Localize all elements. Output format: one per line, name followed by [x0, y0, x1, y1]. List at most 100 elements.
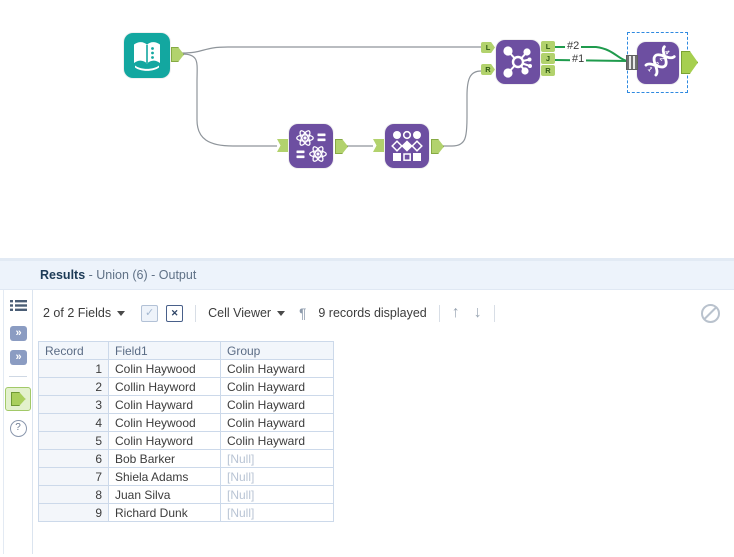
output-anchor-button[interactable] — [5, 387, 31, 411]
table-cell: Colin Hayward — [220, 413, 334, 432]
table-cell: 1 — [38, 359, 109, 378]
union-icon: 4 2 3 1 — [644, 45, 676, 77]
join-input-anchor-r[interactable]: R — [481, 64, 495, 75]
table-cell: Colin Heywood — [108, 413, 221, 432]
join-input-anchor-l[interactable]: L — [481, 42, 495, 53]
table-cell: Colin Hayward — [220, 359, 334, 378]
wire-makegroup-to-join-r — [442, 70, 482, 147]
toolbar-separator — [438, 304, 440, 322]
svg-text:1: 1 — [646, 66, 654, 74]
strip-divider — [9, 376, 27, 377]
config-list-icon[interactable] — [9, 299, 27, 317]
table-cell: Colin Hayword — [108, 431, 221, 450]
make-group-tool[interactable] — [385, 124, 429, 168]
input-data-output-anchor[interactable] — [171, 47, 184, 62]
input-anchor-button-1[interactable]: » — [9, 326, 27, 341]
table-cell: Bob Barker — [108, 449, 221, 468]
table-cell: [Null] — [220, 467, 334, 486]
down-arrow-button[interactable]: ↓ — [473, 304, 482, 321]
results-icon-strip: » » ? — [3, 290, 33, 554]
fuzzy-match-tool[interactable] — [289, 124, 333, 168]
column-header-record[interactable]: Record — [38, 341, 109, 360]
fuzzy-match-input-anchor[interactable] — [277, 139, 288, 152]
wire-label-1: #1 — [570, 53, 587, 65]
wire-input-to-join-l — [181, 46, 481, 54]
fuzzy-match-icon — [296, 130, 327, 162]
connection-wires — [181, 46, 628, 147]
table-cell: 7 — [38, 467, 109, 486]
table-cell: Colin Haywood — [108, 359, 221, 378]
table-cell: Shiela Adams — [108, 467, 221, 486]
table-cell: Colin Hayward — [220, 431, 334, 450]
table-cell: Richard Dunk — [108, 503, 221, 522]
double-chevron-icon: » — [15, 351, 21, 363]
toolbar-separator — [195, 304, 197, 322]
input-data-tool[interactable] — [124, 33, 170, 78]
table-cell: 4 — [38, 413, 109, 432]
table-cell: 2 — [38, 377, 109, 396]
join-tool[interactable] — [496, 40, 540, 84]
table-cell: 9 — [38, 503, 109, 522]
union-input-anchor[interactable] — [626, 55, 638, 70]
svg-text:3: 3 — [652, 61, 660, 69]
table-cell: Colin Hayward — [108, 395, 221, 414]
table-cell: [Null] — [220, 503, 334, 522]
double-chevron-icon: » — [15, 327, 21, 339]
output-arrow-icon — [10, 392, 26, 406]
make-group-output-anchor[interactable] — [431, 139, 444, 154]
table-cell: Colin Hayward — [220, 377, 334, 396]
up-arrow-button[interactable]: ↑ — [451, 304, 460, 321]
chevron-down-icon[interactable] — [117, 311, 126, 320]
results-title: Results — [40, 268, 86, 282]
question-icon: ? — [15, 422, 21, 433]
wire-label-2: #2 — [565, 40, 582, 52]
join-output-anchor-l[interactable]: L — [541, 41, 555, 52]
deselect-all-icon[interactable]: ✕ — [166, 304, 184, 322]
column-header-group[interactable]: Group — [220, 341, 334, 360]
results-header: Results - Union (6) - Output — [0, 261, 734, 290]
table-cell: Colin Hayward — [220, 395, 334, 414]
help-button[interactable]: ? — [9, 420, 27, 437]
svg-text:2: 2 — [658, 55, 666, 63]
toolbar-separator — [493, 304, 495, 322]
wire-input-to-fuzzy — [181, 53, 277, 147]
union-output-anchor[interactable] — [681, 51, 698, 74]
workflow-canvas: #2 #1 — [0, 0, 734, 258]
cell-viewer-dropdown[interactable]: Cell Viewer — [208, 306, 272, 320]
join-icon — [503, 46, 532, 78]
input-data-book-icon — [134, 42, 160, 71]
results-toolbar: 2 of 2 Fields ✓ ✕ Cell Viewer ¶ 9 record… — [33, 290, 734, 336]
select-all-checkbox-icon[interactable]: ✓ — [141, 304, 159, 322]
pilcrow-icon[interactable]: ¶ — [299, 305, 307, 321]
fuzzy-match-output-anchor[interactable] — [335, 139, 348, 154]
table-cell: [Null] — [220, 485, 334, 504]
make-group-input-anchor[interactable] — [373, 139, 384, 152]
make-group-icon — [391, 130, 423, 161]
prohibited-icon[interactable] — [701, 303, 720, 323]
wire-join-j-to-union — [554, 59, 628, 62]
join-output-anchor-j[interactable]: J — [541, 53, 555, 64]
input-anchor-button-2[interactable]: » — [9, 350, 27, 365]
results-subtitle: - Union (6) - Output — [85, 268, 197, 282]
column-header-field1[interactable]: Field1 — [108, 341, 221, 360]
union-tool[interactable]: 4 2 3 1 — [637, 42, 679, 84]
table-cell: Juan Silva — [108, 485, 221, 504]
chevron-down-icon[interactable] — [277, 311, 286, 320]
join-output-anchor-r[interactable]: R — [541, 65, 555, 76]
table-cell: 5 — [38, 431, 109, 450]
fields-dropdown[interactable]: 2 of 2 Fields — [43, 306, 112, 320]
table-cell: [Null] — [220, 449, 334, 468]
table-cell: 8 — [38, 485, 109, 504]
svg-text:4: 4 — [663, 49, 671, 57]
results-pane: Results - Union (6) - Output » » ? — [0, 258, 734, 557]
